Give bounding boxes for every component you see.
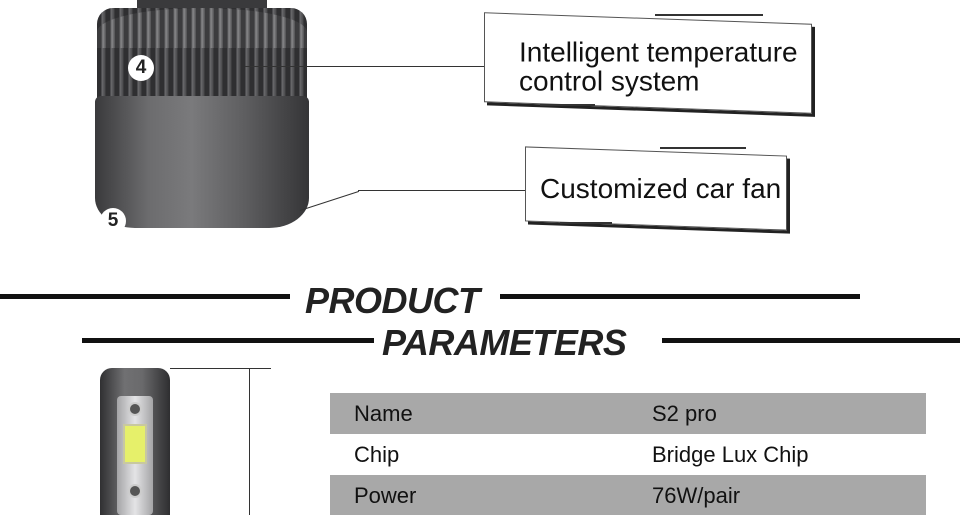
- table-row: Name S2 pro: [330, 393, 926, 434]
- title-rule-left-1: [0, 294, 290, 299]
- callout-text-line: Intelligent temperature: [519, 36, 798, 68]
- callout-number-5: 5: [100, 208, 126, 234]
- led-chip: [123, 424, 147, 464]
- param-key: Power: [354, 482, 417, 508]
- screw-icon: [128, 484, 142, 498]
- table-row: Chip Bridge Lux Chip: [330, 434, 926, 475]
- callout-text-line: control system: [519, 65, 700, 97]
- callout-number-4: 4: [128, 55, 154, 81]
- fan-housing: [95, 96, 309, 228]
- param-value: 76W/pair: [652, 482, 741, 508]
- section-title-line-1: PRODUCT: [305, 280, 480, 321]
- table-row: Power 76W/pair: [330, 475, 926, 515]
- bulb-illustration-top: [95, 0, 310, 232]
- section-title-line-2: PARAMETERS: [382, 322, 627, 363]
- callout-temperature-control: Intelligent temperature control system: [484, 12, 812, 114]
- title-rule-left-2: [82, 338, 374, 343]
- bulb-illustration-bottom: [100, 368, 170, 515]
- callout-decoration: [560, 222, 612, 224]
- param-key: Chip: [354, 441, 400, 467]
- title-rule-right-2: [662, 338, 960, 343]
- callout-text-line: Customized car fan: [540, 173, 782, 205]
- parameter-table: Name S2 pro Chip Bridge Lux Chip Power 7…: [330, 393, 926, 515]
- leader-line-5b: [358, 190, 526, 191]
- param-value: S2 pro: [652, 400, 717, 426]
- led-plate: [117, 396, 153, 515]
- callout-decoration: [540, 104, 595, 106]
- callout-decoration: [655, 14, 763, 16]
- callout-car-fan: Customized car fan: [525, 146, 787, 231]
- param-key: Name: [354, 400, 413, 426]
- heatsink-fins-top: [97, 8, 307, 48]
- dimension-line-horizontal: [170, 368, 271, 369]
- leader-line-4: [245, 66, 485, 67]
- param-value: Bridge Lux Chip: [652, 441, 809, 467]
- callout-decoration: [660, 147, 746, 149]
- title-rule-right-1: [500, 294, 860, 299]
- screw-icon: [128, 402, 142, 416]
- dimension-line-vertical: [249, 368, 250, 515]
